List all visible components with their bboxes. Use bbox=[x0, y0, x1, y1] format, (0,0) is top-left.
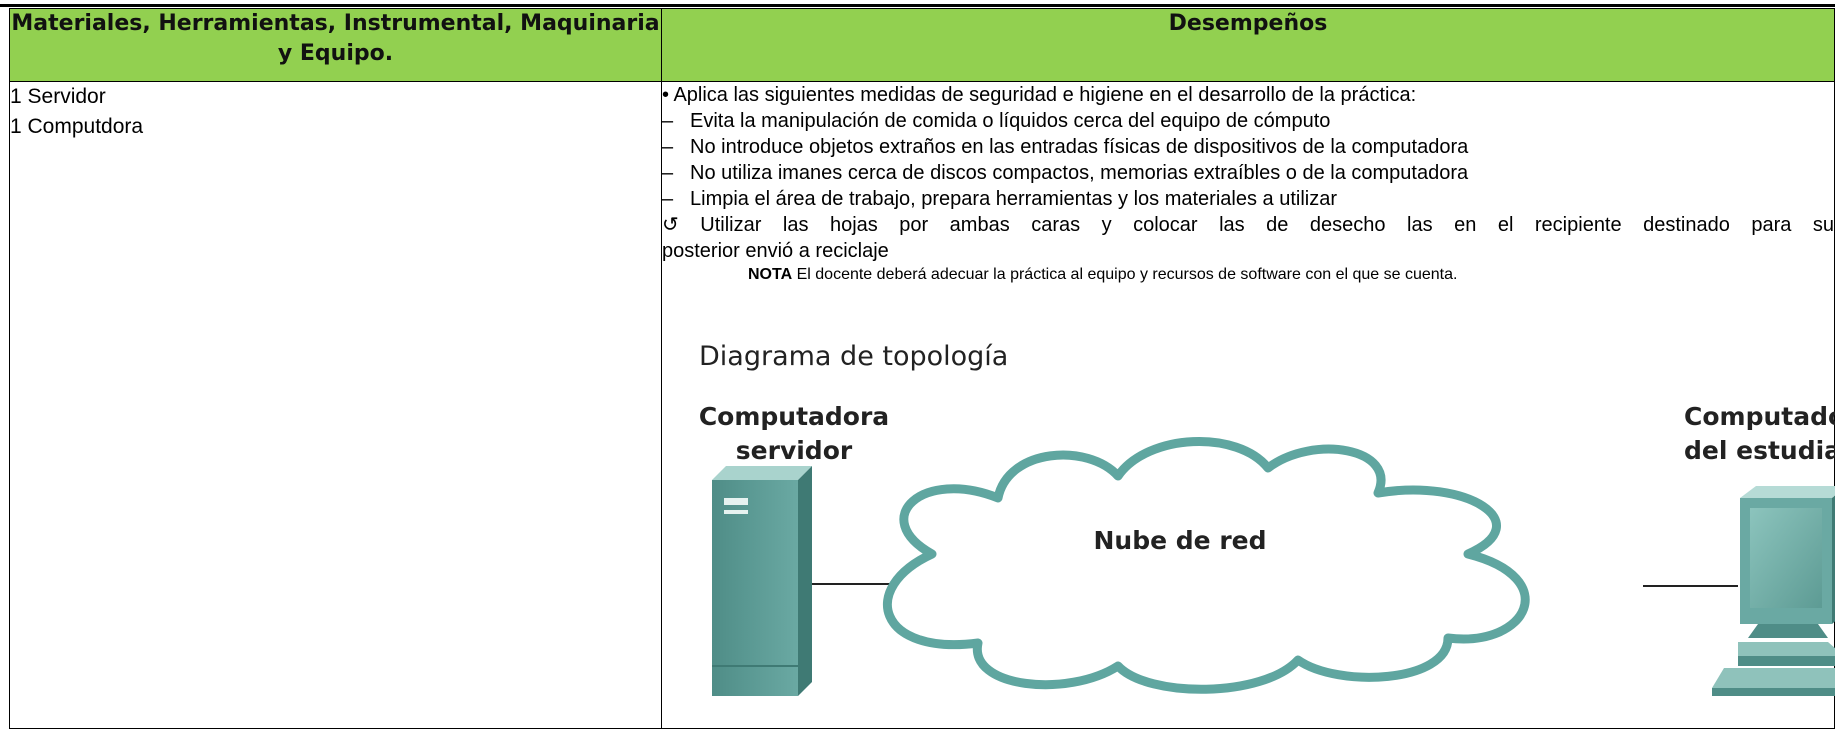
server-label-line: servidor bbox=[735, 436, 853, 465]
performance-header: Desempeños bbox=[661, 8, 1835, 82]
server-label-line: Computadora bbox=[698, 402, 890, 431]
note-label: NOTA bbox=[748, 266, 793, 283]
safety-item-text: No utiliza imanes cerca de discos compac… bbox=[690, 162, 1469, 184]
dash-bullet: – bbox=[662, 188, 674, 210]
safety-item-text: Limpia el área de trabajo, prepara herra… bbox=[690, 188, 1337, 210]
materials-header: Materiales, Herramientas, Instrumental, … bbox=[9, 8, 662, 82]
safety-item: –Limpia el área de trabajo, prepara herr… bbox=[662, 186, 1834, 212]
safety-item-text: No introduce objetos extraños en las ent… bbox=[690, 136, 1469, 158]
material-item: 1 Computdora bbox=[10, 115, 144, 138]
recycle-text: Utilizar las hojas por ambas caras y col… bbox=[700, 214, 1835, 236]
materials-cell: 1 Servidor 1 Computdora bbox=[9, 81, 662, 729]
topology-art bbox=[712, 437, 1835, 696]
safety-item: –No introduce objetos extraños en las en… bbox=[662, 134, 1834, 160]
safety-item: –Evita la manipulación de comida o líqui… bbox=[662, 108, 1834, 134]
top-rule bbox=[0, 4, 1835, 7]
recycle-icon: ↺ bbox=[662, 214, 679, 236]
student-computer-icon bbox=[1712, 486, 1835, 696]
dash-bullet: – bbox=[662, 110, 674, 132]
client-label-line: Computadora bbox=[1684, 402, 1835, 431]
recycle-line: ↺ Utilizar las hojas por ambas caras y c… bbox=[662, 212, 1834, 238]
client-label-line: del estudiante bbox=[1684, 436, 1835, 465]
topology-diagram: Diagrama de topología Computadora servid… bbox=[678, 338, 1835, 718]
note-text: El docente deberá adecuar la práctica al… bbox=[796, 266, 1458, 283]
diagram-title: Diagrama de topología bbox=[699, 341, 1009, 372]
performance-cell: • Aplica las siguientes medidas de segur… bbox=[661, 81, 1835, 729]
note: NOTA El docente deberá adecuar la prácti… bbox=[748, 264, 1834, 286]
content-row: 1 Servidor 1 Computdora • Aplica las sig… bbox=[9, 81, 1835, 729]
server-label: Computadora servidor bbox=[694, 400, 894, 468]
safety-item-text: Evita la manipulación de comida o líquid… bbox=[690, 110, 1331, 132]
recycle-line-continued: posterior envió a reciclaje bbox=[662, 240, 889, 262]
cloud-label: Nube de red bbox=[1093, 526, 1267, 555]
header-row: Materiales, Herramientas, Instrumental, … bbox=[9, 8, 1835, 82]
safety-intro: • Aplica las siguientes medidas de segur… bbox=[662, 84, 1417, 106]
network-cloud-icon bbox=[883, 437, 1530, 694]
dash-bullet: – bbox=[662, 162, 674, 184]
server-tower-icon bbox=[712, 466, 812, 696]
practice-table: Materiales, Herramientas, Instrumental, … bbox=[9, 8, 1835, 729]
client-label: Computadora del estudiante bbox=[1684, 400, 1835, 468]
material-item: 1 Servidor bbox=[10, 85, 106, 108]
safety-item: –No utiliza imanes cerca de discos compa… bbox=[662, 160, 1834, 186]
dash-bullet: – bbox=[662, 136, 674, 158]
